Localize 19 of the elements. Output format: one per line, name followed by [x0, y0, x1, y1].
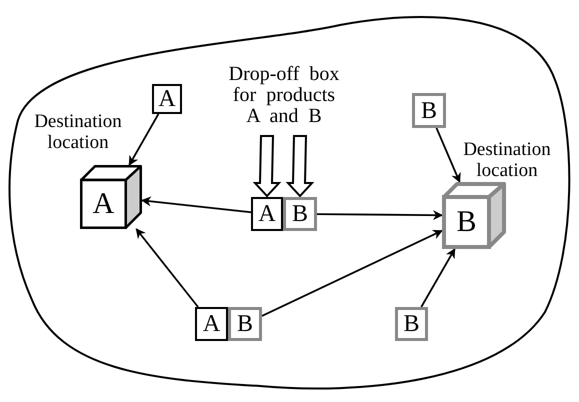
callout-text: Drop-off box for products A and B	[228, 64, 340, 127]
node-caption: Destination location	[462, 140, 552, 182]
hollow-arrow	[286, 135, 314, 198]
product-box: A	[195, 307, 228, 341]
product-box: B	[228, 307, 262, 341]
arrow	[317, 210, 443, 220]
arrow	[128, 114, 160, 166]
product-box: B	[395, 307, 428, 341]
product-box: B	[283, 197, 317, 231]
hollow-arrow	[252, 135, 282, 198]
arrow	[262, 230, 443, 317]
arrow	[136, 228, 199, 308]
node-caption: Destination location	[33, 112, 123, 154]
product-box: B	[412, 93, 446, 128]
product-box: A	[251, 197, 283, 231]
arrow	[436, 128, 461, 183]
product-box: A	[152, 84, 182, 114]
arrow	[420, 248, 456, 308]
arrow	[141, 196, 252, 214]
